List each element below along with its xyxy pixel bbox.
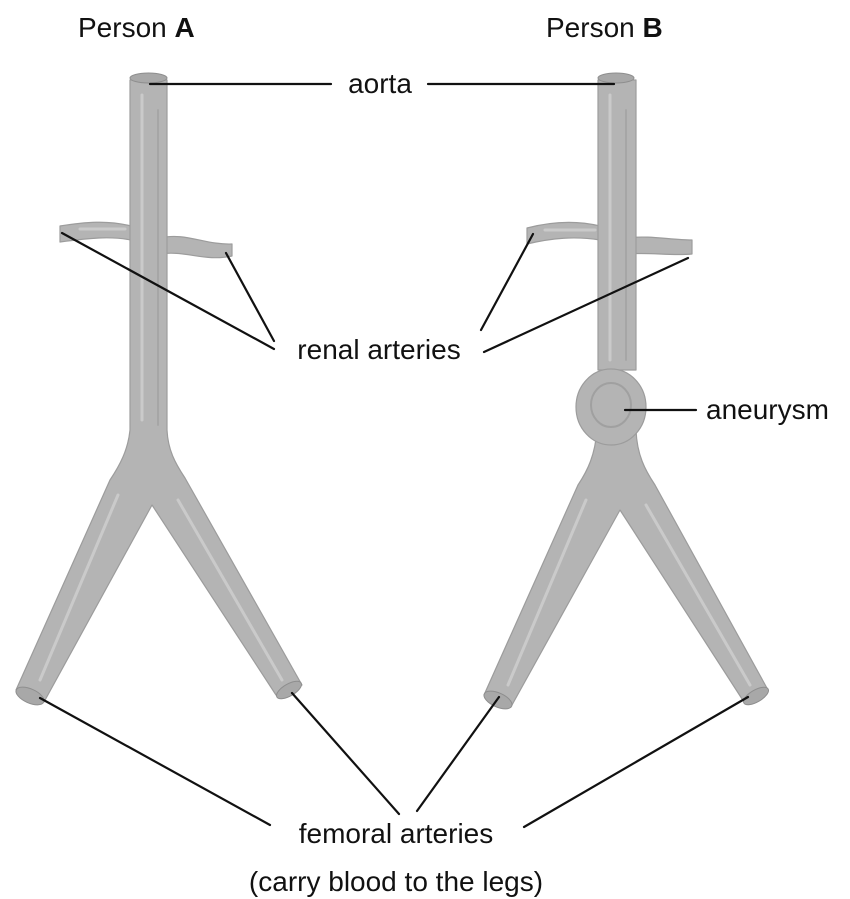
renal-arteries-label: renal arteries	[297, 334, 460, 365]
person-a-title: Person A	[78, 12, 195, 43]
aneurysm-label: aneurysm	[706, 394, 829, 425]
leader-renal-left-b	[481, 234, 533, 330]
leader-renal-right-b	[484, 258, 688, 352]
renal-artery-right-a	[160, 236, 232, 257]
leader-femoral-right-a	[292, 693, 399, 814]
aorta-label: aorta	[348, 68, 412, 99]
aorta-lower-b	[484, 430, 768, 705]
renal-artery-right-b	[627, 237, 692, 255]
person-b-title: Person B	[546, 12, 663, 43]
leader-femoral-right-b	[524, 697, 748, 827]
artery-person-b	[481, 73, 771, 712]
renal-artery-left-a	[60, 222, 131, 242]
leader-femoral-left-b	[417, 697, 499, 811]
renal-artery-left-b	[527, 222, 600, 244]
aorta-top-b	[598, 73, 634, 83]
femoral-arteries-label: femoral arteries	[299, 818, 494, 849]
leader-femoral-left-a	[40, 698, 270, 825]
artery-person-a	[13, 73, 304, 708]
aneurysm-bulge	[576, 369, 646, 445]
femoral-note-label: (carry blood to the legs)	[249, 866, 543, 897]
aorta-b	[598, 80, 636, 370]
aorta-top-a	[130, 73, 167, 83]
